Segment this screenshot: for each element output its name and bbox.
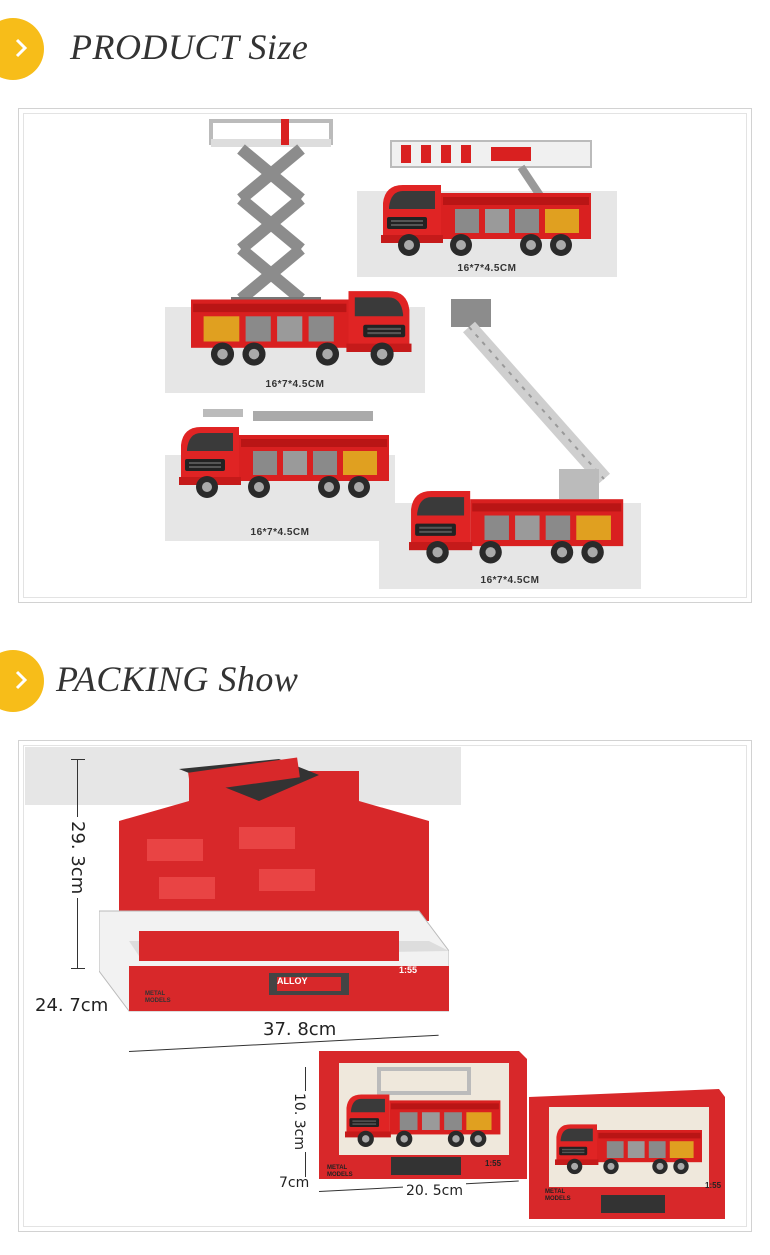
display-scale-label: 1:55 [399, 965, 418, 975]
chevron-right-icon [15, 38, 28, 58]
single-width-label: 20. 5cm [403, 1183, 466, 1199]
display-depth-label: 24. 7cm [35, 995, 109, 1016]
single-boxes-image [319, 1051, 725, 1219]
display-height-label: 29. 3cm [67, 817, 88, 899]
chevron-right-icon [15, 670, 28, 690]
product-size-frame: 16*7*4.5CM 16*7*4.5CM 16*7*4.5CM [18, 108, 752, 603]
single-box-scale: 1:55 [485, 1159, 502, 1168]
ladder-truck-image [409, 299, 624, 564]
display-width-label: 37. 8cm [259, 1019, 341, 1040]
single-box-scale-2: 1:55 [705, 1181, 722, 1190]
single-height-label: 10. 3cm [291, 1091, 307, 1152]
product-size-header: PRODUCT Size [0, 18, 770, 80]
section-title: PRODUCT Size [70, 27, 309, 67]
product-size-label: 16*7*4.5CM [265, 379, 325, 390]
section-title: PACKING Show [56, 659, 299, 699]
aerial-platform-truck-image [381, 140, 592, 256]
section-bullet [0, 650, 44, 712]
product-size-label: 16*7*4.5CM [480, 575, 540, 586]
water-tanker-truck-image [179, 409, 389, 498]
section-bullet [0, 18, 44, 80]
single-depth-label: 7cm [279, 1175, 310, 1191]
packing-show-header: PACKING Show [0, 650, 770, 712]
scissor-lift-truck-image [191, 119, 412, 366]
product-size-label: 16*7*4.5CM [457, 263, 517, 274]
display-box-image [99, 757, 449, 1012]
display-logo-text: ALLOY [277, 976, 308, 986]
product-size-label: 16*7*4.5CM [250, 527, 310, 538]
